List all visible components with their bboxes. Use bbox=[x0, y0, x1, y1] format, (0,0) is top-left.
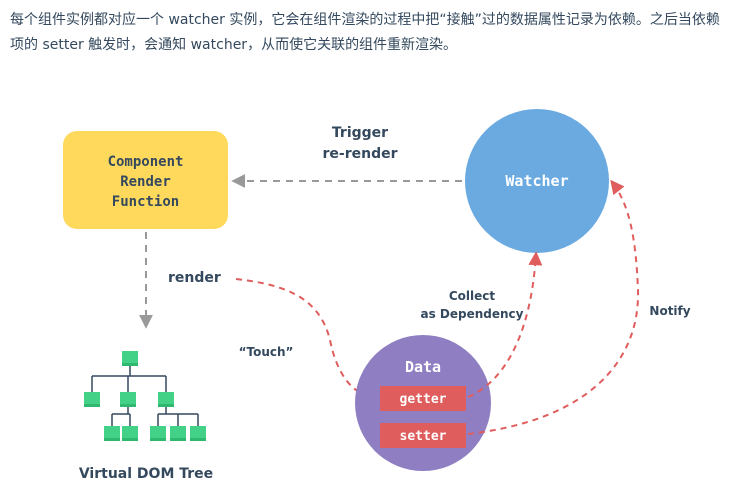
virtual-dom-tree-icon bbox=[84, 351, 206, 441]
watcher-label: Watcher bbox=[505, 172, 568, 190]
component-render-node: Component Render Function bbox=[63, 131, 228, 229]
render-label: render bbox=[168, 270, 221, 286]
data-title: Data bbox=[405, 358, 441, 376]
notify-arrow bbox=[467, 179, 640, 435]
trigger-label-line2: re-render bbox=[323, 146, 398, 162]
component-render-line3: Function bbox=[112, 194, 179, 210]
touch-label: “Touch” bbox=[239, 345, 294, 359]
touch-arrow bbox=[235, 278, 379, 404]
virtual-dom-tree-label: Virtual DOM Tree bbox=[79, 466, 213, 480]
intro-paragraph: 每个组件实例都对应一个 watcher 实例，它会在组件渲染的过程中把“接触”过… bbox=[10, 12, 720, 53]
collect-label-line2: as Dependency bbox=[421, 307, 524, 321]
component-render-line2: Render bbox=[120, 174, 171, 190]
setter-chip: setter bbox=[380, 423, 466, 448]
component-render-line1: Component bbox=[108, 154, 184, 170]
setter-label: setter bbox=[400, 429, 447, 444]
trigger-label-line1: Trigger bbox=[332, 125, 388, 141]
collect-label-line1: Collect bbox=[449, 289, 496, 303]
collect-dependency-arrow bbox=[467, 251, 543, 398]
watcher-node: Watcher bbox=[465, 109, 609, 253]
data-node: Data getter setter bbox=[355, 335, 491, 471]
getter-chip: getter bbox=[380, 386, 466, 411]
notify-label: Notify bbox=[649, 304, 690, 318]
getter-label: getter bbox=[400, 392, 447, 407]
